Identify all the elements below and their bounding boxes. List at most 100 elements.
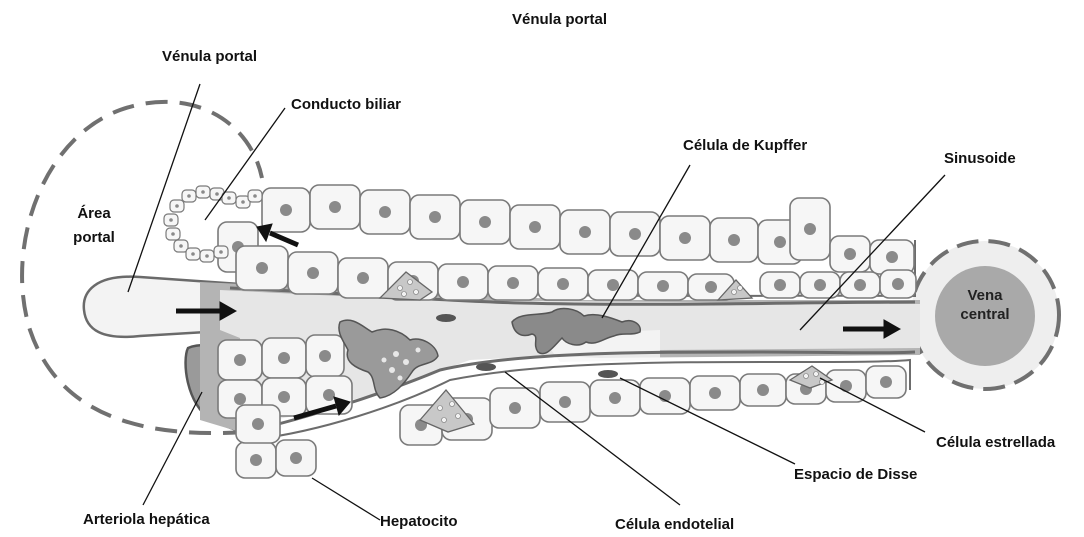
endothelial-nucleus [436,314,456,322]
hepatocyte-nucleus [479,216,491,228]
hepatocyte-nucleus [657,280,669,292]
hepatocyte-nucleus [607,279,619,291]
hepatocyte-nucleus [250,454,262,466]
endothelial-nucleus [476,363,496,371]
label-vena-central-line2: central [945,305,1025,324]
bile-duct-cell [166,228,180,240]
bile-duct-cell [214,246,228,258]
hepatocyte-nucleus [579,226,591,238]
hepatocyte-nucleus [892,278,904,290]
hepatocyte [262,338,306,378]
hepatocyte-nucleus [854,279,866,291]
hepatocyte-nucleus [234,393,246,405]
hepatocyte-nucleus [278,391,290,403]
hepatocyte-nucleus [529,221,541,233]
bile-duct-cell [182,190,196,202]
hepatocyte-nucleus [256,262,268,274]
hepatocyte [740,374,786,406]
hepatocyte-nucleus [507,277,519,289]
hepatocyte-nucleus [290,452,302,464]
hepatocyte [540,382,590,422]
hepatocyte-nucleus [252,418,264,430]
leader-venula-portal [128,84,200,292]
hepatocyte-nucleus [709,387,721,399]
hepatocyte [840,272,880,298]
hepatocyte [610,212,660,256]
hepatocyte-nucleus [609,392,621,404]
label-vena-central: Vena central [945,286,1025,324]
label-area-portal: Área portal [56,205,132,247]
hepatocyte-nucleus [329,201,341,213]
hepatocyte [826,370,866,402]
hepatocyte [510,205,560,249]
hepatocyte-nucleus [774,279,786,291]
label-vena-central-line1: Vena [945,286,1025,305]
hepatocyte-nucleus [757,384,769,396]
hepatocyte [360,190,410,234]
hepatocyte-nucleus [557,278,569,290]
hepatocyte [438,264,488,300]
hepatocyte [410,195,460,239]
hepatocyte [306,335,344,377]
hepatocyte-nucleus [457,276,469,288]
hepatocyte [588,270,638,300]
hepatocyte [660,216,710,260]
label-espacio-disse: Espacio de Disse [794,466,917,484]
endothelial-nucleus [598,370,618,378]
hepatocyte [218,340,262,380]
hepatocyte-nucleus [886,251,898,263]
hepatocyte [236,246,288,290]
label-area-portal-line2: portal [56,229,132,247]
label-celula-endotelial: Célula endotelial [615,516,734,534]
hepatocyte [830,236,870,272]
hepatocyte [760,272,800,298]
hepatocyte-nucleus [804,223,816,235]
leader-hepatocito [312,478,380,520]
label-sinusoide: Sinusoide [944,150,1016,168]
label-arteriola-hepatica: Arteriola hepática [83,511,210,529]
hepatocyte-nucleus [679,232,691,244]
hepatocyte [236,405,280,443]
hepatocyte-nucleus [559,396,571,408]
hepatocyte-nucleus [880,376,892,388]
hepatocyte-nucleus [319,350,331,362]
bile-duct-cell [164,214,178,226]
hepatocyte [710,218,758,262]
hepatocyte-nucleus [357,272,369,284]
hepatocyte [866,366,906,398]
hepatocyte-nucleus [774,236,786,248]
hepatocyte-nucleus [379,206,391,218]
hepatocyte-nucleus [307,267,319,279]
hepatocyte [488,266,538,300]
title-venula-portal: Vénula portal [512,11,607,29]
hepatocyte-nucleus [705,281,717,293]
hepatocyte-nucleus [840,380,852,392]
hepatocyte [590,380,640,416]
bile-duct-cell [170,200,184,212]
label-hepatocito: Hepatocito [380,513,458,531]
hepatocyte-nucleus [323,389,335,401]
hepatocyte-nucleus [278,352,290,364]
hepatocyte [560,210,610,254]
label-venula-portal: Vénula portal [162,48,257,66]
hepatocyte-nucleus [728,234,740,246]
hepatocyte-nucleus [629,228,641,240]
bile-duct-cell [200,250,214,262]
hepatocyte-nucleus [429,211,441,223]
hepatocyte [460,200,510,244]
hepatocyte [638,272,688,300]
label-celula-kupffer: Célula de Kupffer [683,137,807,155]
hepatocyte-nucleus [280,204,292,216]
label-area-portal-line1: Área [56,205,132,223]
label-celula-estrellada: Célula estrellada [936,434,1055,452]
label-conducto-biliar: Conducto biliar [291,96,401,114]
flow-arrow-bile [270,233,298,245]
hepatocyte-nucleus [509,402,521,414]
hepatocyte-nucleus [814,279,826,291]
hepatocyte-nucleus [844,248,856,260]
hepatocyte [288,252,338,294]
bile-duct-cell [248,190,262,202]
hepatocyte [236,442,276,478]
leader-arteriola [143,392,202,505]
